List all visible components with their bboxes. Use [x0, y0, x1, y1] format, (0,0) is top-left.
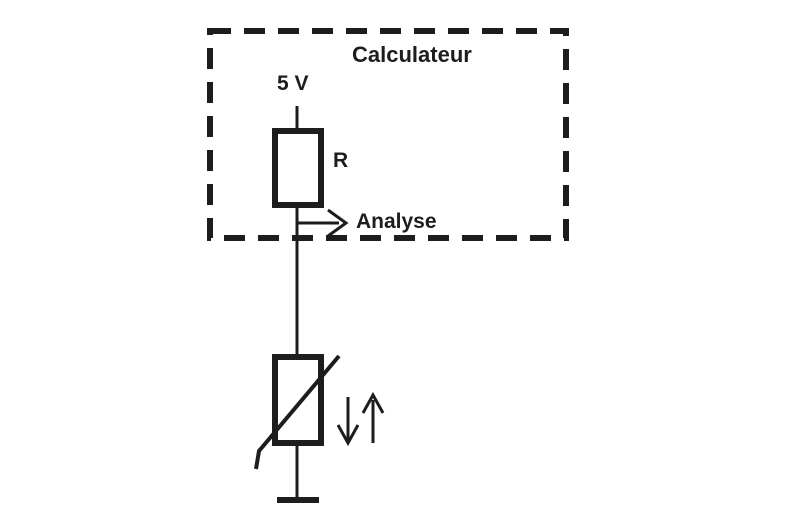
up-arrow-head	[361, 391, 385, 414]
controller-dashed-box	[207, 28, 569, 241]
down-arrow-head	[336, 424, 360, 447]
analyse-arrow-head	[327, 208, 349, 238]
up-arrow-icon	[361, 391, 385, 443]
thermistor-diagonal-icon	[254, 354, 341, 470]
down-arrow-icon	[336, 397, 360, 447]
controller-title: Calculateur	[352, 42, 472, 67]
variation-arrows-icon	[336, 391, 385, 447]
resistor-label: R	[333, 149, 349, 172]
analyse-arrow-icon	[297, 208, 349, 238]
supply-voltage-label: 5 V	[277, 72, 309, 95]
resistor-symbol	[272, 128, 324, 208]
analyse-label: Analyse	[356, 210, 437, 233]
thermistor-symbol	[272, 354, 324, 446]
